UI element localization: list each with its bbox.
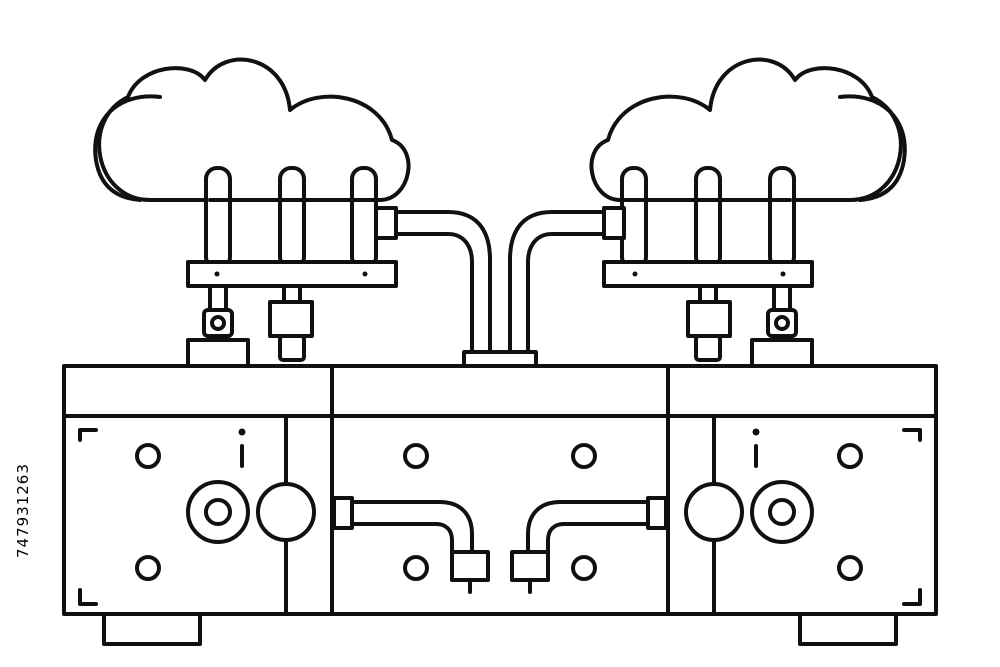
right-pipe-2	[694, 166, 722, 270]
stock-id-label: 747931263	[14, 463, 32, 558]
left-manifold-bar	[186, 260, 398, 288]
right-cloud-icon	[589, 57, 907, 202]
cabinet-foot-left	[102, 612, 202, 646]
left-pipe-3	[350, 166, 378, 270]
left-pipe-assembly	[186, 166, 398, 368]
left-cloud-icon	[93, 57, 411, 202]
cabinet-foot-right	[798, 612, 898, 646]
left-pipe-2	[278, 166, 306, 270]
central-pipe-icon	[394, 210, 606, 368]
left-pipe-1	[204, 166, 232, 270]
cabinet-top	[62, 364, 938, 418]
server-rack-icon	[62, 364, 938, 646]
right-pipe-3	[768, 166, 796, 270]
right-pipe-assembly	[602, 166, 814, 368]
cabinet-body	[62, 414, 938, 616]
right-manifold-bar	[602, 260, 814, 288]
